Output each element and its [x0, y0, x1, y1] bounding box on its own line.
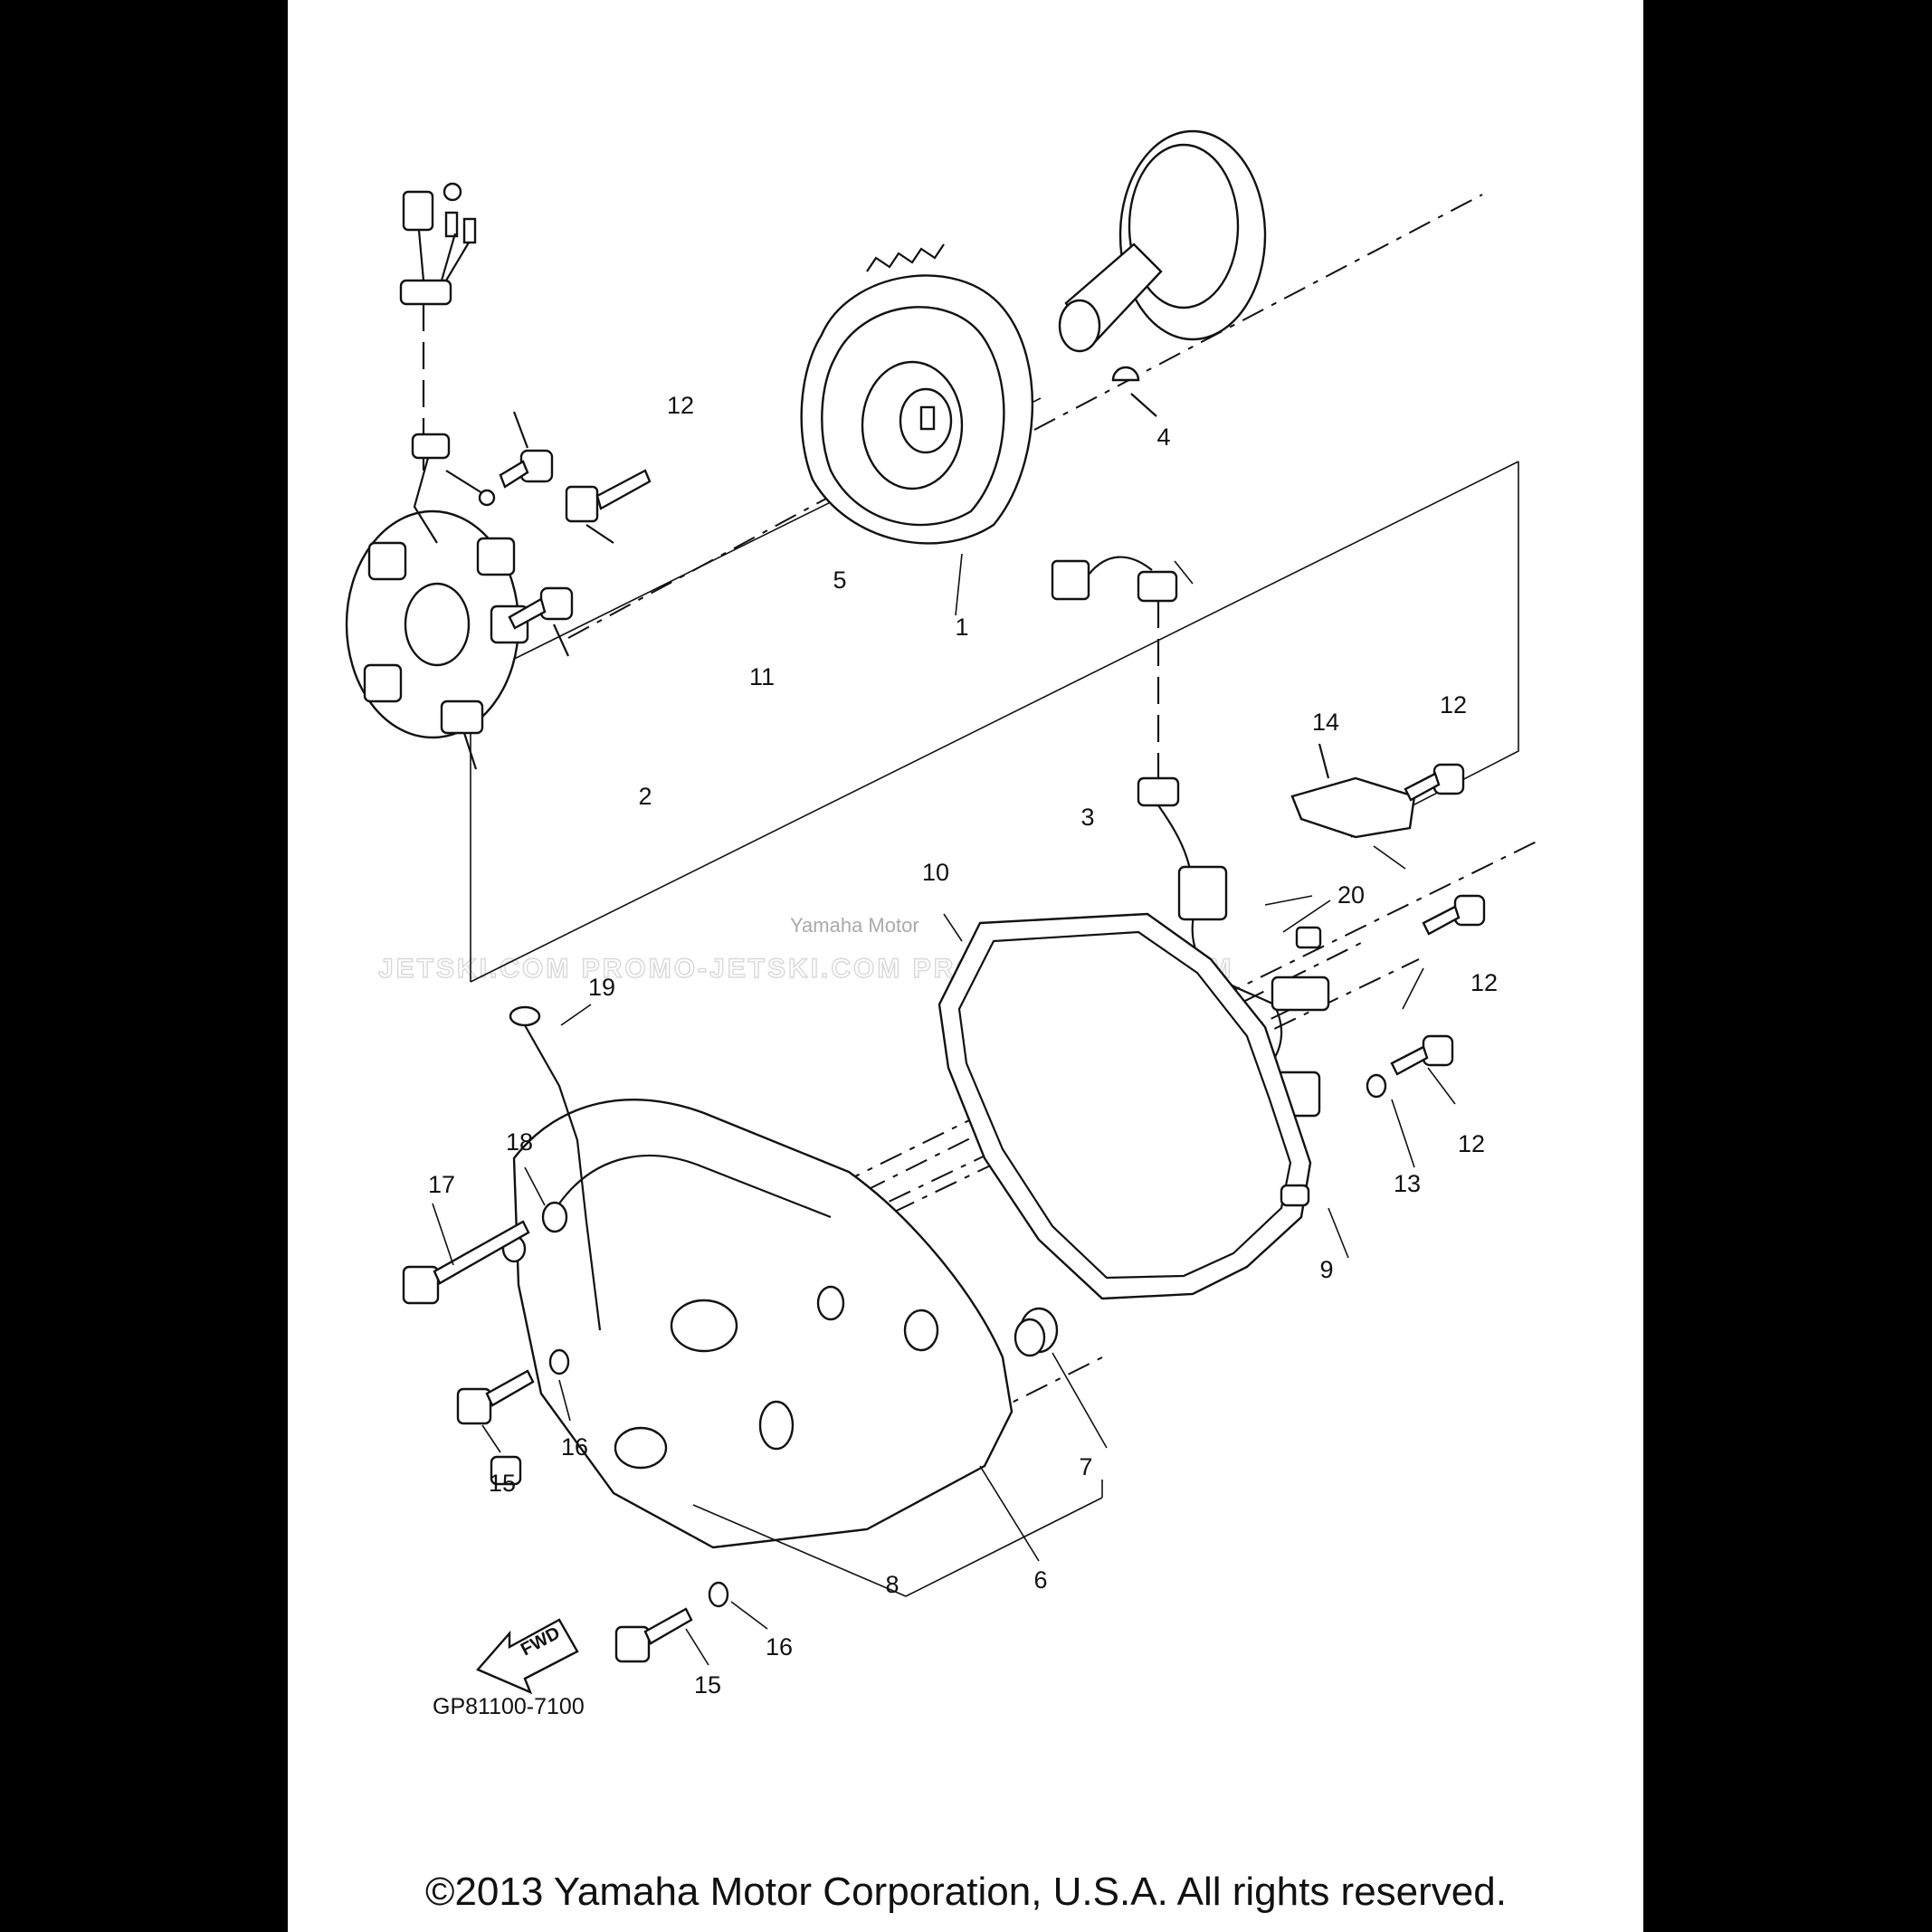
exploded-parts-diagram: JETSKI.COM PROMO-JETSKI.COM PROMO-JETSKI…	[345, 129, 1537, 1719]
watermark-overlay: Yamaha Motor	[790, 914, 919, 937]
callout-12-right-mid: 12	[1470, 969, 1498, 996]
washer-13	[1366, 1073, 1387, 1099]
callout-11: 11	[749, 663, 775, 690]
callout-18: 18	[506, 1128, 533, 1156]
callout-16-lower: 16	[766, 1633, 793, 1661]
callout-12-upper: 12	[667, 392, 694, 419]
callout-19: 19	[588, 974, 615, 1001]
callout-7: 7	[1079, 1453, 1092, 1480]
wire-clamp	[1295, 926, 1322, 949]
bolt-12-right-top	[1404, 763, 1465, 802]
bolt-12-right-low	[1390, 1034, 1454, 1076]
callout-8-bracket	[692, 1480, 1103, 1597]
stator-coil	[345, 509, 529, 770]
crankcase-cover	[490, 1099, 1014, 1549]
callout-8: 8	[885, 1571, 899, 1598]
callout-12-right-top: 12	[1440, 691, 1467, 719]
dowel-pin	[1280, 1184, 1310, 1207]
callout-20: 20	[1337, 881, 1365, 909]
callout-9: 9	[1319, 1256, 1333, 1283]
long-bolt	[402, 1220, 530, 1305]
callout-16-upper: 16	[561, 1433, 588, 1461]
callout-12-right-low: 12	[1458, 1130, 1485, 1157]
flywheel-rotor	[800, 243, 1034, 545]
diagram-sheet: JETSKI.COM PROMO-JETSKI.COM PROMO-JETSKI…	[288, 0, 1643, 1932]
starter-crank-shaft	[1058, 129, 1267, 353]
flywheel-bolt	[565, 469, 652, 544]
fwd-arrow-icon: FWD	[476, 1618, 579, 1695]
callout-15-lower: 15	[694, 1671, 721, 1699]
callout-13: 13	[1394, 1170, 1421, 1197]
pickup-cover	[1290, 743, 1416, 839]
leader-lines	[432, 553, 1456, 1666]
stator-bolt	[508, 586, 574, 657]
callout-14: 14	[1312, 709, 1339, 736]
bolt-12-upper	[499, 411, 554, 489]
copyright-notice: ©2013 Yamaha Motor Corporation, U.S.A. A…	[425, 1870, 1507, 1914]
callout-15-upper: 15	[489, 1470, 516, 1497]
diagram-code: GP81100-7100	[433, 1694, 585, 1719]
callout-3: 3	[1080, 804, 1094, 831]
callout-17: 17	[428, 1171, 455, 1198]
washer-16-upper	[548, 1348, 570, 1375]
cover-gasket	[937, 912, 1312, 1300]
bolt-12-right-mid	[1422, 894, 1486, 936]
washer-18	[541, 1201, 568, 1233]
ground-lead	[509, 1005, 602, 1331]
stator-harness	[399, 182, 496, 544]
callout-5: 5	[833, 566, 846, 594]
callout-10: 10	[922, 859, 949, 886]
collar	[1014, 1307, 1059, 1357]
callout-6: 6	[1033, 1566, 1047, 1594]
bolt-15-lower	[614, 1607, 693, 1663]
washer-16-lower	[708, 1581, 729, 1608]
callout-1: 1	[955, 614, 968, 641]
callout-2: 2	[638, 783, 652, 810]
woodruff-key	[1111, 366, 1157, 417]
callout-4: 4	[1156, 424, 1170, 451]
bolt-15-upper	[456, 1369, 535, 1425]
